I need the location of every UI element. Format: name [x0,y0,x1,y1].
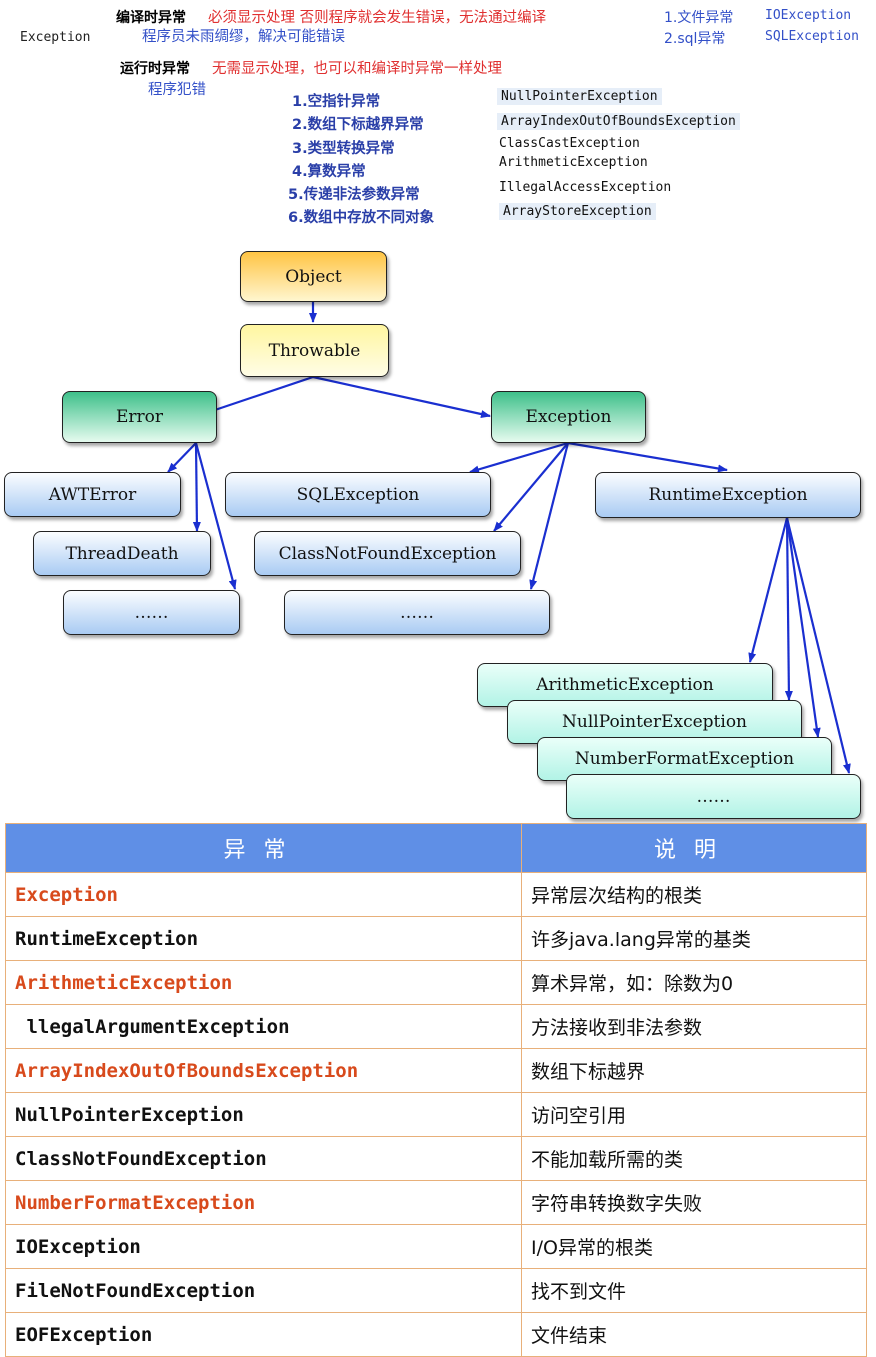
table-row: IOException I/O异常的根类 [5,1224,867,1269]
table-row: EOFException 文件结束 [5,1312,867,1357]
runtime-example-6-code: ArrayStoreException [499,203,656,220]
node-error: Error [62,391,217,443]
node-classnotfoundexception: ClassNotFoundException [254,531,521,576]
row-name: llegalArgumentException [5,1004,522,1049]
node-numberformatexception: NumberFormatException [537,737,832,781]
runtime-example-1-code: NullPointerException [497,88,662,105]
node-awterror: AWTError [4,472,181,517]
row-desc: I/O异常的根类 [521,1224,867,1269]
runtime-example-1-cn: 1.空指针异常 [292,94,381,110]
row-name: FileNotFoundException [5,1268,522,1313]
runtime-example-3-cn: 3.类型转换异常 [292,141,395,157]
node-exception-more: …… [284,590,550,635]
node-sqlexception: SQLException [225,472,491,517]
checked-example-2-code: SQLException [765,29,859,44]
exception-table: 异常 说明 Exception 异常层次结构的根类 RuntimeExcepti… [5,823,867,1357]
row-desc: 访问空引用 [521,1092,867,1137]
row-desc: 许多java.lang异常的基类 [521,916,867,961]
row-desc: 找不到文件 [521,1268,867,1313]
row-name: Exception [5,872,522,917]
runtime-example-5-code: IllegalAccessException [499,180,672,195]
table-row: ArrayIndexOutOfBoundsException 数组下标越界 [5,1048,867,1093]
row-name: ClassNotFoundException [5,1136,522,1181]
row-name: NullPointerException [5,1092,522,1137]
row-name: RuntimeException [5,916,522,961]
runtime-exception-desc: 无需显示处理，也可以和编译时异常一样处理 [212,61,502,77]
table-row: llegalArgumentException 方法接收到非法参数 [5,1004,867,1049]
runtime-example-2-code: ArrayIndexOutOfBoundsException [497,113,740,130]
row-desc: 算术异常，如：除数为0 [521,960,867,1005]
checked-example-1-code: IOException [765,8,852,23]
node-runtime-more: …… [566,774,861,819]
table-row: Exception 异常层次结构的根类 [5,872,867,917]
row-desc: 异常层次结构的根类 [521,872,867,917]
runtime-example-4-code: ArithmeticException [499,155,648,170]
table-row: ClassNotFoundException 不能加载所需的类 [5,1136,867,1181]
row-name: NumberFormatException [5,1180,522,1225]
runtime-exception-label: 运行时异常 [120,61,190,77]
header-exception: 异常 [5,823,522,873]
runtime-example-6-cn: 6.数组中存放不同对象 [288,210,435,226]
checked-exception-label: 编译时异常 [116,10,186,26]
exception-label: Exception [20,30,91,45]
row-desc: 不能加载所需的类 [521,1136,867,1181]
table-row: ArithmeticException 算术异常，如：除数为0 [5,960,867,1005]
row-desc: 方法接收到非法参数 [521,1004,867,1049]
checked-example-1-cn: 1.文件异常 [664,10,734,26]
row-name: ArrayIndexOutOfBoundsException [5,1048,522,1093]
row-desc: 数组下标越界 [521,1048,867,1093]
checked-exception-desc: 必须显示处理 否则程序就会发生错误，无法通过编译 [208,10,547,26]
row-desc: 字符串转换数字失败 [521,1180,867,1225]
table-row: RuntimeException 许多java.lang异常的基类 [5,916,867,961]
node-error-more: …… [63,590,240,635]
row-name: EOFException [5,1312,522,1357]
node-throwable: Throwable [240,324,389,377]
node-threaddeath: ThreadDeath [33,531,211,576]
row-desc: 文件结束 [521,1312,867,1357]
header-description: 说明 [521,823,867,873]
table-row: FileNotFoundException 找不到文件 [5,1268,867,1313]
checked-exception-cause: 程序员未雨绸缪，解决可能错误 [142,29,345,45]
table-row: NumberFormatException 字符串转换数字失败 [5,1180,867,1225]
runtime-exception-cause: 程序犯错 [148,82,206,98]
hierarchy-arrows [167,302,851,774]
row-name: ArithmeticException [5,960,522,1005]
checked-example-2-cn: 2.sql异常 [664,31,726,47]
node-object: Object [240,251,387,302]
runtime-example-5-cn: 5.传递非法参数异常 [288,187,420,203]
node-exception: Exception [491,391,646,443]
node-nullpointerexception: NullPointerException [507,700,802,744]
table-row: NullPointerException 访问空引用 [5,1092,867,1137]
runtime-example-3-code: ClassCastException [499,136,640,151]
table-header-row: 异常 说明 [5,823,867,873]
runtime-example-2-cn: 2.数组下标越界异常 [292,117,424,133]
node-runtimeexception: RuntimeException [595,472,861,518]
row-name: IOException [5,1224,522,1269]
runtime-example-4-cn: 4.算数异常 [292,164,366,180]
